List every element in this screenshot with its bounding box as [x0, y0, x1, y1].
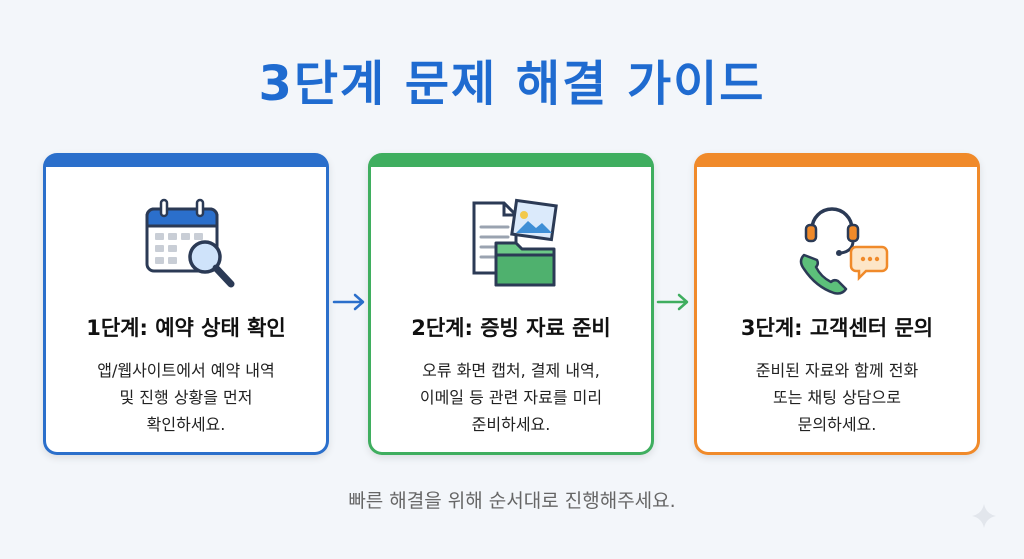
- calendar-search-icon: [145, 198, 235, 288]
- step-desc-2: 오류 화면 캡처, 결제 내역, 이메일 등 관련 자료를 미리 준비하세요.: [419, 361, 603, 434]
- customer-support-icon: [799, 207, 889, 295]
- step-card-3: 3단계: 고객센터 문의 준비된 자료와 함께 전화 또는 채팅 상담으로 문의…: [694, 153, 980, 455]
- footer-note: 빠른 해결을 위해 순서대로 진행해주세요.: [348, 490, 676, 512]
- step-card-1: 1단계: 예약 상태 확인 앱/웹사이트에서 예약 내역 및 진행 상황을 먼저…: [43, 153, 329, 455]
- step-desc-1: 앱/웹사이트에서 예약 내역 및 진행 상황을 먼저 확인하세요.: [97, 361, 275, 434]
- sparkle-icon: [972, 504, 996, 528]
- step-desc-3: 준비된 자료와 함께 전화 또는 채팅 상담으로 문의하세요.: [755, 361, 919, 434]
- step-card-2: 2단계: 증빙 자료 준비 오류 화면 캡처, 결제 내역, 이메일 등 관련 …: [368, 153, 654, 455]
- documents-folder-icon: [472, 198, 558, 287]
- step-title-1: 1단계: 예약 상태 확인: [86, 316, 286, 340]
- step-title-3: 3단계: 고객센터 문의: [740, 316, 934, 340]
- step-title-2: 2단계: 증빙 자료 준비: [411, 316, 611, 340]
- arrow-right-icon: [656, 293, 689, 311]
- arrow-right-icon: [332, 293, 365, 311]
- page-title: 3단계 문제 해결 가이드: [258, 56, 766, 112]
